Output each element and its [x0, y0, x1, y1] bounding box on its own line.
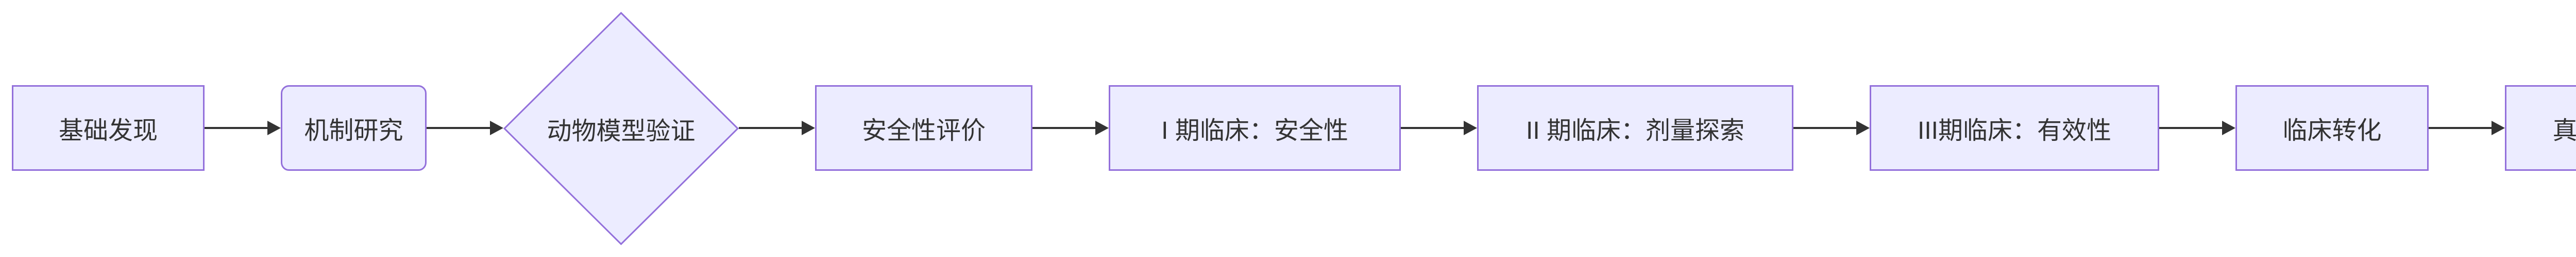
arrow-shaft — [2429, 127, 2494, 129]
arrow-connector — [2429, 120, 2505, 136]
arrowhead-icon — [1464, 121, 1477, 135]
arrowhead-icon — [1095, 121, 1109, 135]
arrow-shaft — [205, 127, 269, 129]
arrow-shaft — [427, 127, 492, 129]
arrow-connector — [2159, 120, 2235, 136]
arrowhead-icon — [267, 121, 281, 135]
node-mechanism-research: 机制研究 — [281, 85, 427, 171]
arrow-shaft — [739, 127, 804, 129]
arrow-shaft — [1401, 127, 1466, 129]
node-phase1-clinical-safety: I 期临床：安全性 — [1109, 85, 1401, 171]
node-clinical-translation: 临床转化 — [2235, 85, 2429, 171]
node-animal-model-validation: 动物模型验证 — [503, 12, 739, 245]
diamond-shape — [503, 12, 739, 245]
arrow-connector — [739, 120, 815, 136]
arrow-connector — [205, 120, 281, 136]
arrow-shaft — [2159, 127, 2224, 129]
arrowhead-icon — [2222, 121, 2235, 135]
node-phase3-clinical-efficacy: III期临床：有效性 — [1870, 85, 2159, 171]
node-phase2-clinical-dose: II 期临床：剂量探索 — [1477, 85, 1793, 171]
diamond-label: 动物模型验证 — [547, 118, 696, 145]
arrowhead-icon — [802, 121, 815, 135]
arrow-shaft — [1793, 127, 1858, 129]
arrow-connector — [427, 120, 503, 136]
arrowhead-icon — [1856, 121, 1870, 135]
arrowhead-icon — [2492, 121, 2505, 135]
arrow-shaft — [1032, 127, 1097, 129]
arrow-connector — [1793, 120, 1870, 136]
arrow-connector — [1401, 120, 1477, 136]
arrowhead-icon — [490, 121, 503, 135]
node-basic-discovery: 基础发现 — [12, 85, 205, 171]
arrow-connector — [1032, 120, 1109, 136]
node-real-world-research: 真实世界研究 — [2505, 85, 2576, 171]
node-safety-evaluation: 安全性评价 — [815, 85, 1032, 171]
